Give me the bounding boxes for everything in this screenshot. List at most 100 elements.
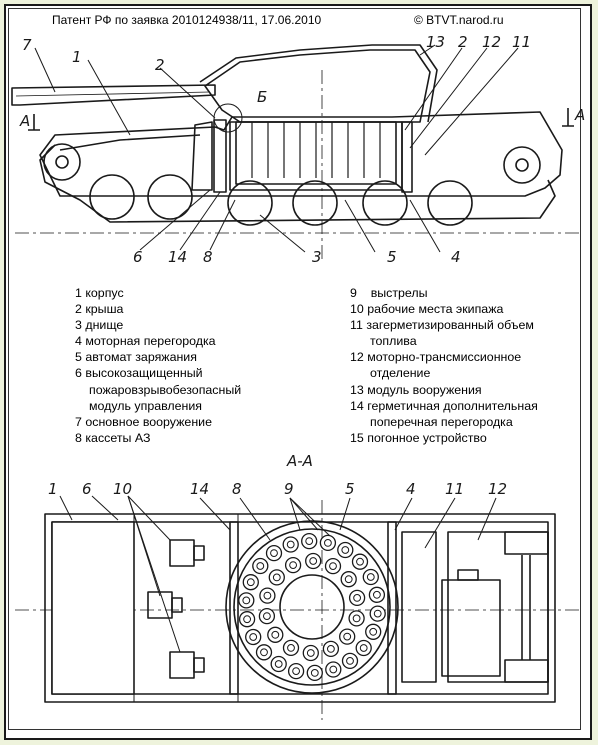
round-core bbox=[272, 573, 281, 582]
round-core bbox=[329, 665, 338, 674]
round-core bbox=[306, 649, 315, 657]
round-core bbox=[373, 609, 382, 618]
road-wheel bbox=[147, 174, 193, 220]
round bbox=[267, 626, 284, 643]
round-core bbox=[256, 562, 265, 570]
road-wheel bbox=[227, 180, 273, 226]
callout-2b: 2 bbox=[458, 33, 468, 51]
round-core bbox=[243, 615, 252, 624]
round bbox=[242, 574, 259, 591]
legend-item: 5 автомат заряжания bbox=[75, 350, 197, 365]
section-a-a-drawing: А-А bbox=[15, 452, 580, 720]
engine-compartment bbox=[447, 531, 549, 683]
round-core bbox=[305, 537, 314, 545]
round bbox=[282, 536, 299, 553]
round bbox=[305, 552, 322, 570]
round-core bbox=[263, 612, 271, 620]
round-core bbox=[310, 669, 319, 677]
round bbox=[348, 589, 366, 607]
road-wheel bbox=[89, 174, 135, 220]
road-wheel bbox=[503, 146, 541, 184]
round-core bbox=[260, 648, 268, 657]
legend-item: 15 погонное устройство bbox=[350, 430, 487, 445]
round bbox=[268, 569, 285, 586]
round bbox=[238, 611, 256, 628]
plan-callout-10: 10 bbox=[113, 480, 132, 498]
legend-item: 13 модуль вооружения bbox=[350, 382, 482, 397]
round-core bbox=[369, 627, 378, 636]
partition-4 bbox=[401, 121, 413, 193]
road-wheel bbox=[362, 180, 408, 226]
legend-item: 7 основное вооружение bbox=[75, 414, 212, 429]
round bbox=[284, 556, 302, 574]
round-core bbox=[242, 596, 251, 605]
round-core bbox=[270, 549, 278, 557]
hull-inner-line bbox=[59, 134, 201, 151]
partition-14-plan bbox=[229, 521, 239, 695]
section-title: А-А bbox=[286, 452, 313, 470]
round-core bbox=[366, 573, 375, 581]
round-core bbox=[373, 590, 381, 599]
callout-5: 5 bbox=[387, 248, 397, 266]
round-core bbox=[246, 578, 255, 587]
plan-callout-5: 5 bbox=[345, 480, 355, 498]
plan-callout-8: 8 bbox=[232, 480, 242, 498]
round bbox=[319, 534, 337, 552]
round bbox=[287, 662, 305, 680]
legend-item-continuation: поперечная перегородка bbox=[370, 414, 513, 429]
crew-module bbox=[191, 121, 213, 191]
round-core bbox=[286, 540, 295, 549]
legend-item: 1 корпус bbox=[75, 286, 124, 300]
round bbox=[339, 628, 356, 645]
legend-item-continuation: топлива bbox=[370, 334, 417, 349]
control-module bbox=[133, 513, 239, 703]
round-core bbox=[324, 539, 332, 547]
round-core bbox=[343, 632, 352, 641]
section-label-right: А bbox=[574, 106, 585, 124]
legend-item: 8 кассеты АЗ bbox=[75, 430, 151, 445]
round bbox=[245, 628, 262, 646]
fuel-tank bbox=[401, 531, 437, 683]
autoloader-carousel bbox=[225, 520, 399, 694]
hull-outline bbox=[39, 111, 563, 197]
crew-seat bbox=[169, 539, 205, 567]
legend-item: 2 крыша bbox=[75, 302, 124, 317]
partition-4-plan bbox=[387, 521, 397, 695]
round-core bbox=[352, 614, 361, 623]
road-wheel bbox=[43, 143, 81, 181]
round-core bbox=[292, 667, 301, 675]
round-core bbox=[289, 561, 298, 569]
round bbox=[362, 568, 379, 586]
legend-item-continuation: модуль управления bbox=[89, 398, 202, 413]
weapon-module bbox=[204, 49, 431, 123]
plan-callout-14: 14 bbox=[190, 480, 209, 498]
gun-barrel bbox=[11, 84, 216, 106]
callout-6: 6 bbox=[133, 248, 143, 266]
crew-seat bbox=[147, 591, 183, 619]
road-wheel bbox=[427, 180, 473, 226]
site-credit: © BTVT.narod.ru bbox=[414, 13, 504, 27]
round bbox=[365, 623, 382, 640]
round-core bbox=[249, 633, 258, 641]
callout-2: 2 bbox=[155, 56, 165, 74]
section-label-left: А bbox=[19, 112, 30, 130]
callout-3: 3 bbox=[312, 248, 322, 266]
crew-seat bbox=[169, 651, 205, 679]
round-core bbox=[359, 644, 368, 652]
round bbox=[337, 541, 354, 559]
round-core bbox=[309, 557, 318, 565]
round bbox=[341, 652, 359, 670]
round bbox=[270, 655, 287, 673]
plan-callout-4: 4 bbox=[406, 480, 416, 498]
callout-14: 14 bbox=[168, 248, 187, 266]
round bbox=[258, 607, 276, 625]
plan-hull bbox=[44, 513, 556, 703]
plan-callout-11: 11 bbox=[445, 480, 464, 498]
round-core bbox=[344, 575, 353, 584]
section-arrow-right bbox=[562, 108, 574, 127]
round bbox=[302, 644, 319, 662]
detail-circle-b bbox=[213, 103, 243, 133]
round-core bbox=[274, 660, 283, 668]
partition-14 bbox=[213, 119, 227, 193]
round bbox=[282, 639, 300, 657]
